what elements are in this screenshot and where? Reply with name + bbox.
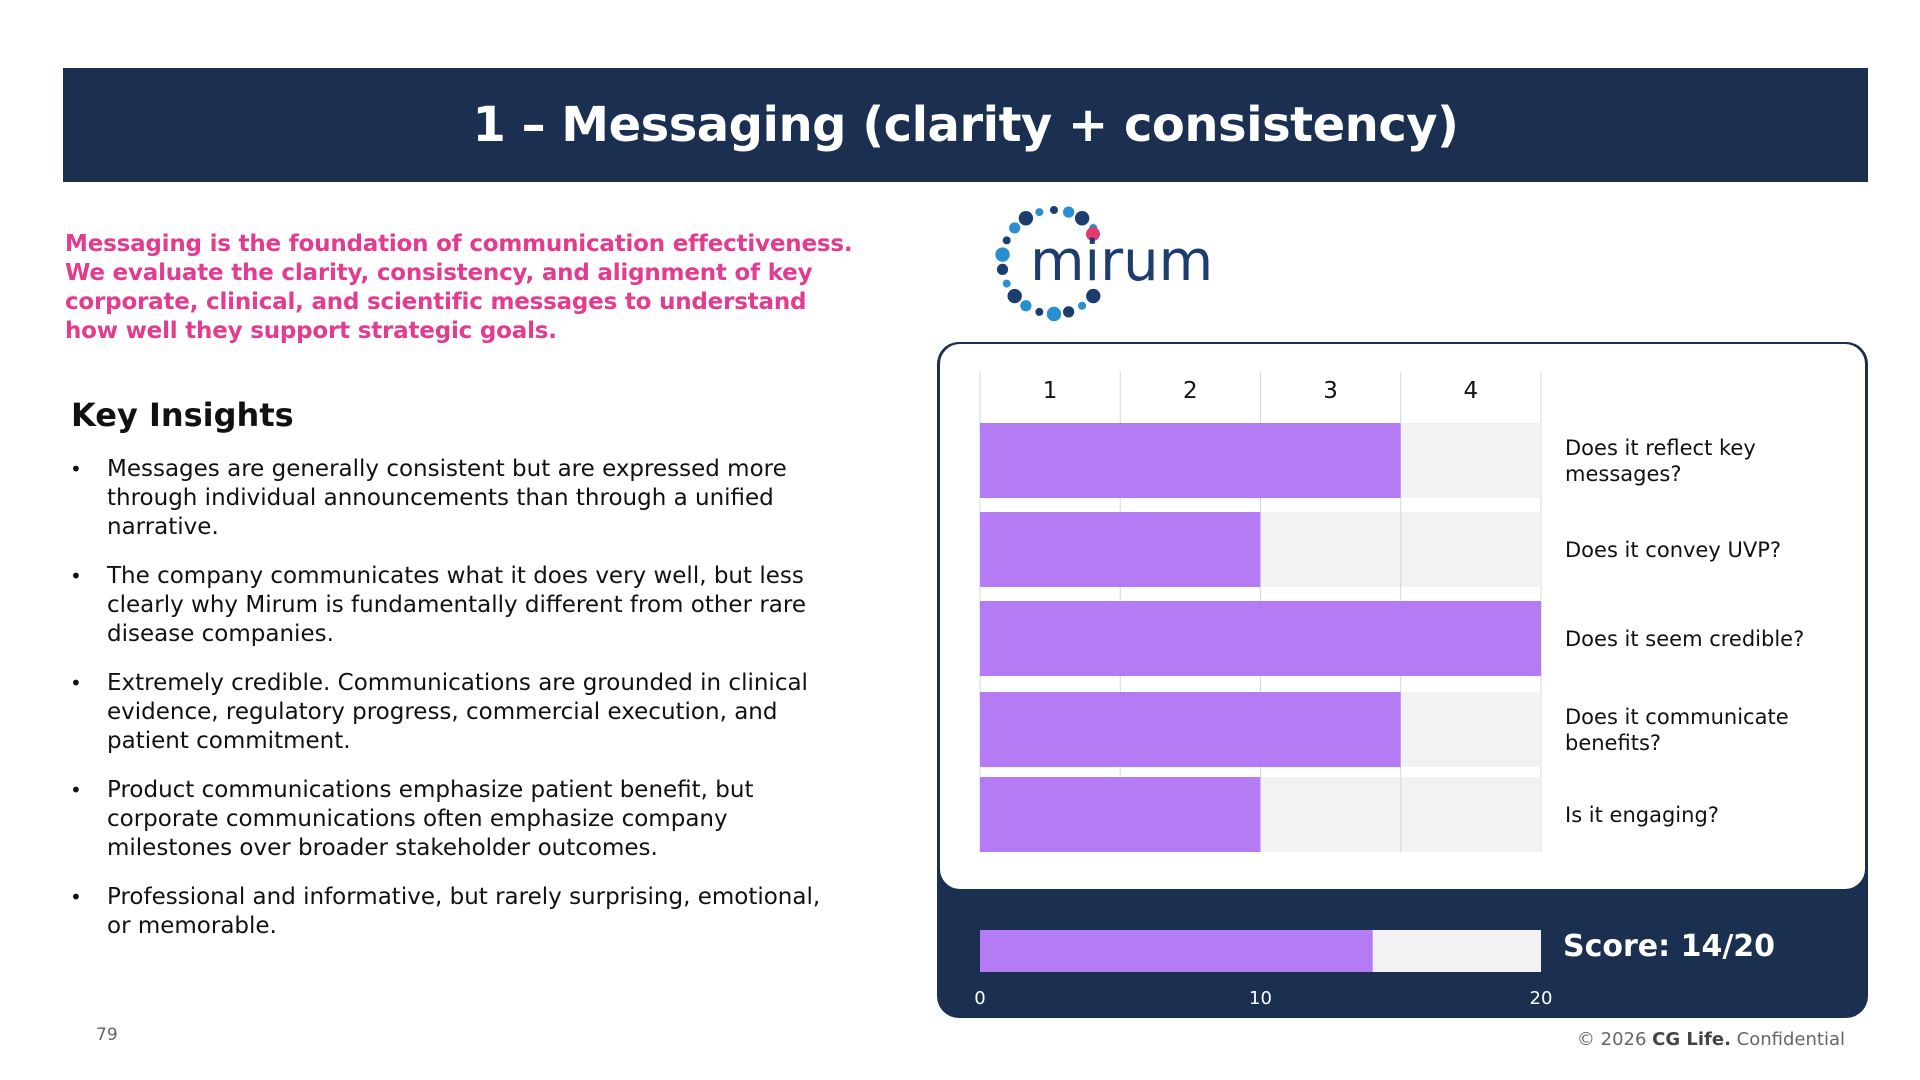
bar (980, 512, 1261, 587)
tick-label: 1 (1043, 378, 1058, 404)
footer: © 2026 CG Life. Confidential (1577, 1029, 1845, 1050)
bar (980, 423, 1401, 498)
logo-dot (995, 247, 1010, 262)
category-label: Does it seem credible? (1565, 626, 1805, 651)
page-number: 79 (96, 1025, 118, 1045)
logo-wordmark: mirum (1030, 229, 1213, 294)
key-insights-heading: Key Insights (71, 396, 294, 434)
category-label: Does it reflect key messages? (1565, 435, 1756, 486)
logo-dot (1063, 206, 1075, 218)
insight-item: • Extremely credible. Communications are … (70, 669, 830, 756)
bar (980, 692, 1401, 767)
insight-item: • Messages are generally consistent but a… (70, 455, 830, 542)
logo-dot (1020, 300, 1032, 312)
insight-item: • The company communicates what it does v… (70, 562, 830, 649)
bullet: • (70, 885, 82, 909)
key-insights-list: • Messages are generally consistent but a… (70, 455, 830, 961)
bullet: • (70, 778, 82, 802)
category-label: Is it engaging? (1565, 802, 1719, 827)
footer-brand: CG Life. (1652, 1029, 1731, 1050)
intro-text: Messaging is the foundation of communica… (65, 231, 853, 344)
logo-dot-ring (995, 206, 1101, 322)
insight-item: • Professional and informative, but rarel… (70, 883, 830, 941)
logo-dot (1002, 236, 1011, 245)
logo-dot (996, 263, 1009, 276)
score-tick-label: 10 (1249, 988, 1272, 1009)
bullet: • (70, 671, 82, 695)
logo-dot (1007, 288, 1022, 304)
tick-label: 3 (1323, 378, 1338, 404)
insight-item: • Product communications emphasize patien… (70, 776, 830, 863)
footer-confidential: Confidential (1736, 1029, 1845, 1050)
insight-text: Extremely credible. Communications are g… (107, 670, 808, 754)
logo-dot (1078, 301, 1087, 310)
bar (980, 777, 1261, 852)
logo-dot (1074, 211, 1090, 226)
insight-text: Product communications emphasize patient… (107, 777, 754, 861)
logo-dot (1009, 222, 1021, 234)
bullet: • (70, 564, 82, 588)
score-bar (980, 930, 1373, 972)
logo-dot (1086, 288, 1101, 304)
tick-label: 2 (1183, 378, 1198, 404)
tick-label: 4 (1464, 378, 1479, 404)
logo-dot (1018, 211, 1034, 226)
insight-text: Professional and informative, but rarely… (107, 884, 821, 939)
category-label: Does it communicate benefits? (1565, 704, 1789, 755)
score-tick-label: 20 (1530, 988, 1553, 1009)
logo-dot (1035, 307, 1044, 316)
logo-dot (1035, 208, 1044, 217)
score-label: Score: 14/20 (1563, 929, 1776, 964)
category-label: Does it convey UVP? (1565, 537, 1781, 562)
mirum-logo: mirum (995, 206, 1213, 322)
title-bar: 1 – Messaging (clarity + consistency) (63, 68, 1868, 182)
logo-dot (1002, 279, 1011, 288)
page-title: 1 – Messaging (clarity + consistency) (472, 97, 1459, 153)
score-tick-label: 0 (974, 988, 985, 1009)
logo-dot (1063, 306, 1075, 318)
bar (980, 601, 1541, 676)
bullet: • (70, 457, 82, 481)
insight-text: The company communicates what it does ve… (107, 563, 806, 647)
logo-dot (1046, 306, 1062, 322)
insight-text: Messages are generally consistent but ar… (107, 456, 787, 540)
logo-dot (1050, 206, 1058, 214)
footer-copyright: © 2026 (1576, 1029, 1647, 1050)
logo-accent-dot (1086, 227, 1100, 241)
